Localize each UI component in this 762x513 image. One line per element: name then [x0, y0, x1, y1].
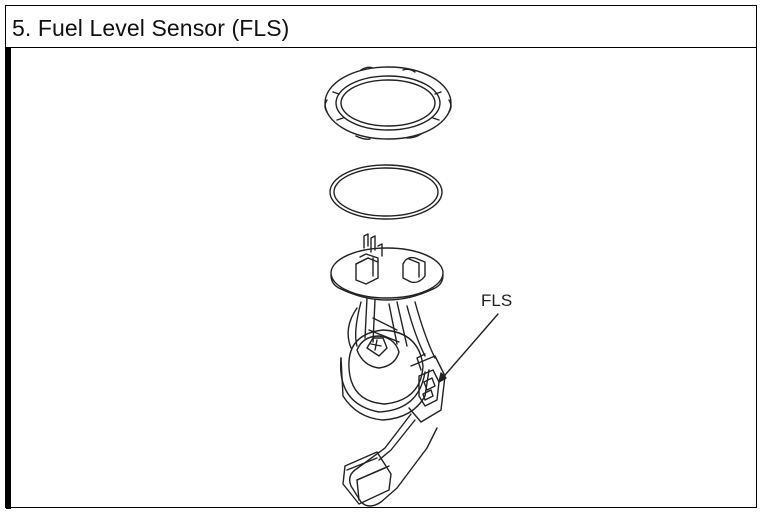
fuel-pump-module [330, 233, 446, 507]
retainer-ring [324, 66, 452, 140]
section-header: 5. Fuel Level Sensor (FLS) [6, 6, 756, 48]
page-frame: 5. Fuel Level Sensor (FLS) [5, 5, 757, 509]
left-border-bar [6, 48, 11, 509]
o-ring-gasket [329, 164, 443, 220]
fls-leader-line [438, 313, 499, 383]
fls-callout-label: FLS [481, 291, 512, 310]
section-title: 5. Fuel Level Sensor (FLS) [12, 15, 290, 41]
fuel-pump-diagram: FLS [324, 66, 512, 507]
diagram-area: FLS [11, 48, 757, 508]
